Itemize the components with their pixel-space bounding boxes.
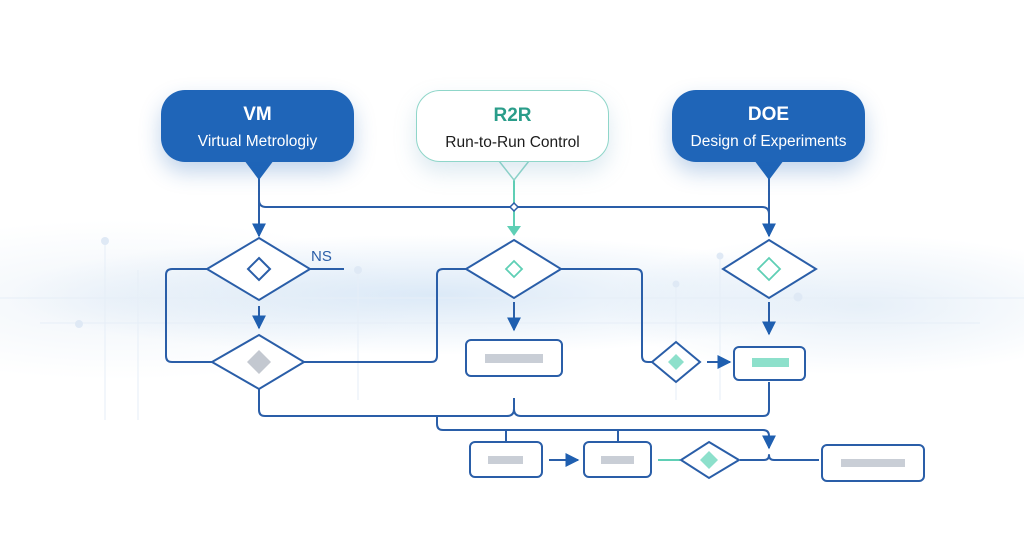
connector-vm-bottom <box>258 382 770 417</box>
junction-r2r <box>508 201 520 213</box>
ns-edge-label: NS <box>311 248 332 265</box>
decision-marker-icon <box>668 354 684 370</box>
r2r-full-name: Run-to-Run Control <box>445 134 580 151</box>
placeholder-bar <box>488 456 523 464</box>
connector-lower-bus <box>436 416 776 450</box>
doe-small-decision[interactable] <box>650 340 702 384</box>
decision-marker-icon <box>247 350 271 374</box>
doe-callout[interactable]: DOE Design of Experiments <box>672 90 865 162</box>
bottom-process-3[interactable] <box>821 444 925 482</box>
connector-r2r-right <box>561 268 653 363</box>
doe-abbr: DOE <box>747 104 790 125</box>
placeholder-bar <box>601 456 634 464</box>
connector-vm-loop <box>165 268 212 363</box>
decision-marker-icon <box>504 259 524 279</box>
vm-full-name: Virtual Metrologiy <box>197 133 318 150</box>
decision-marker-icon <box>756 256 782 282</box>
doe-process[interactable] <box>733 346 806 381</box>
doe-full-name: Design of Experiments <box>690 133 847 150</box>
bottom-process-2[interactable] <box>583 441 652 478</box>
placeholder-bar <box>485 354 543 363</box>
r2r-decision[interactable] <box>464 238 563 300</box>
vm-callout-tail <box>244 160 274 180</box>
placeholder-bar <box>841 459 905 467</box>
connector-bd-bp3 <box>740 454 819 461</box>
bottom-decision[interactable] <box>679 440 741 480</box>
arrowhead-r2r-teal <box>507 226 521 236</box>
r2r-callout-tail <box>497 160 531 182</box>
connector-vm-d2-right <box>304 268 466 363</box>
vm-abbr: VM <box>243 104 272 125</box>
placeholder-bar <box>752 358 789 367</box>
vm-decision-2[interactable] <box>209 333 306 391</box>
decision-marker-icon <box>246 256 272 282</box>
vm-callout[interactable]: VM Virtual Metrologiy <box>161 90 354 162</box>
bottom-process-1[interactable] <box>469 441 543 478</box>
decision-marker-icon <box>700 451 718 469</box>
doe-callout-tail <box>754 160 784 180</box>
background-dots <box>75 237 803 328</box>
doe-decision[interactable] <box>721 238 818 300</box>
vm-decision-1[interactable] <box>205 236 312 302</box>
r2r-process[interactable] <box>465 339 563 377</box>
r2r-abbr: R2R <box>493 105 532 126</box>
r2r-callout[interactable]: R2R Run-to-Run Control <box>416 90 609 162</box>
